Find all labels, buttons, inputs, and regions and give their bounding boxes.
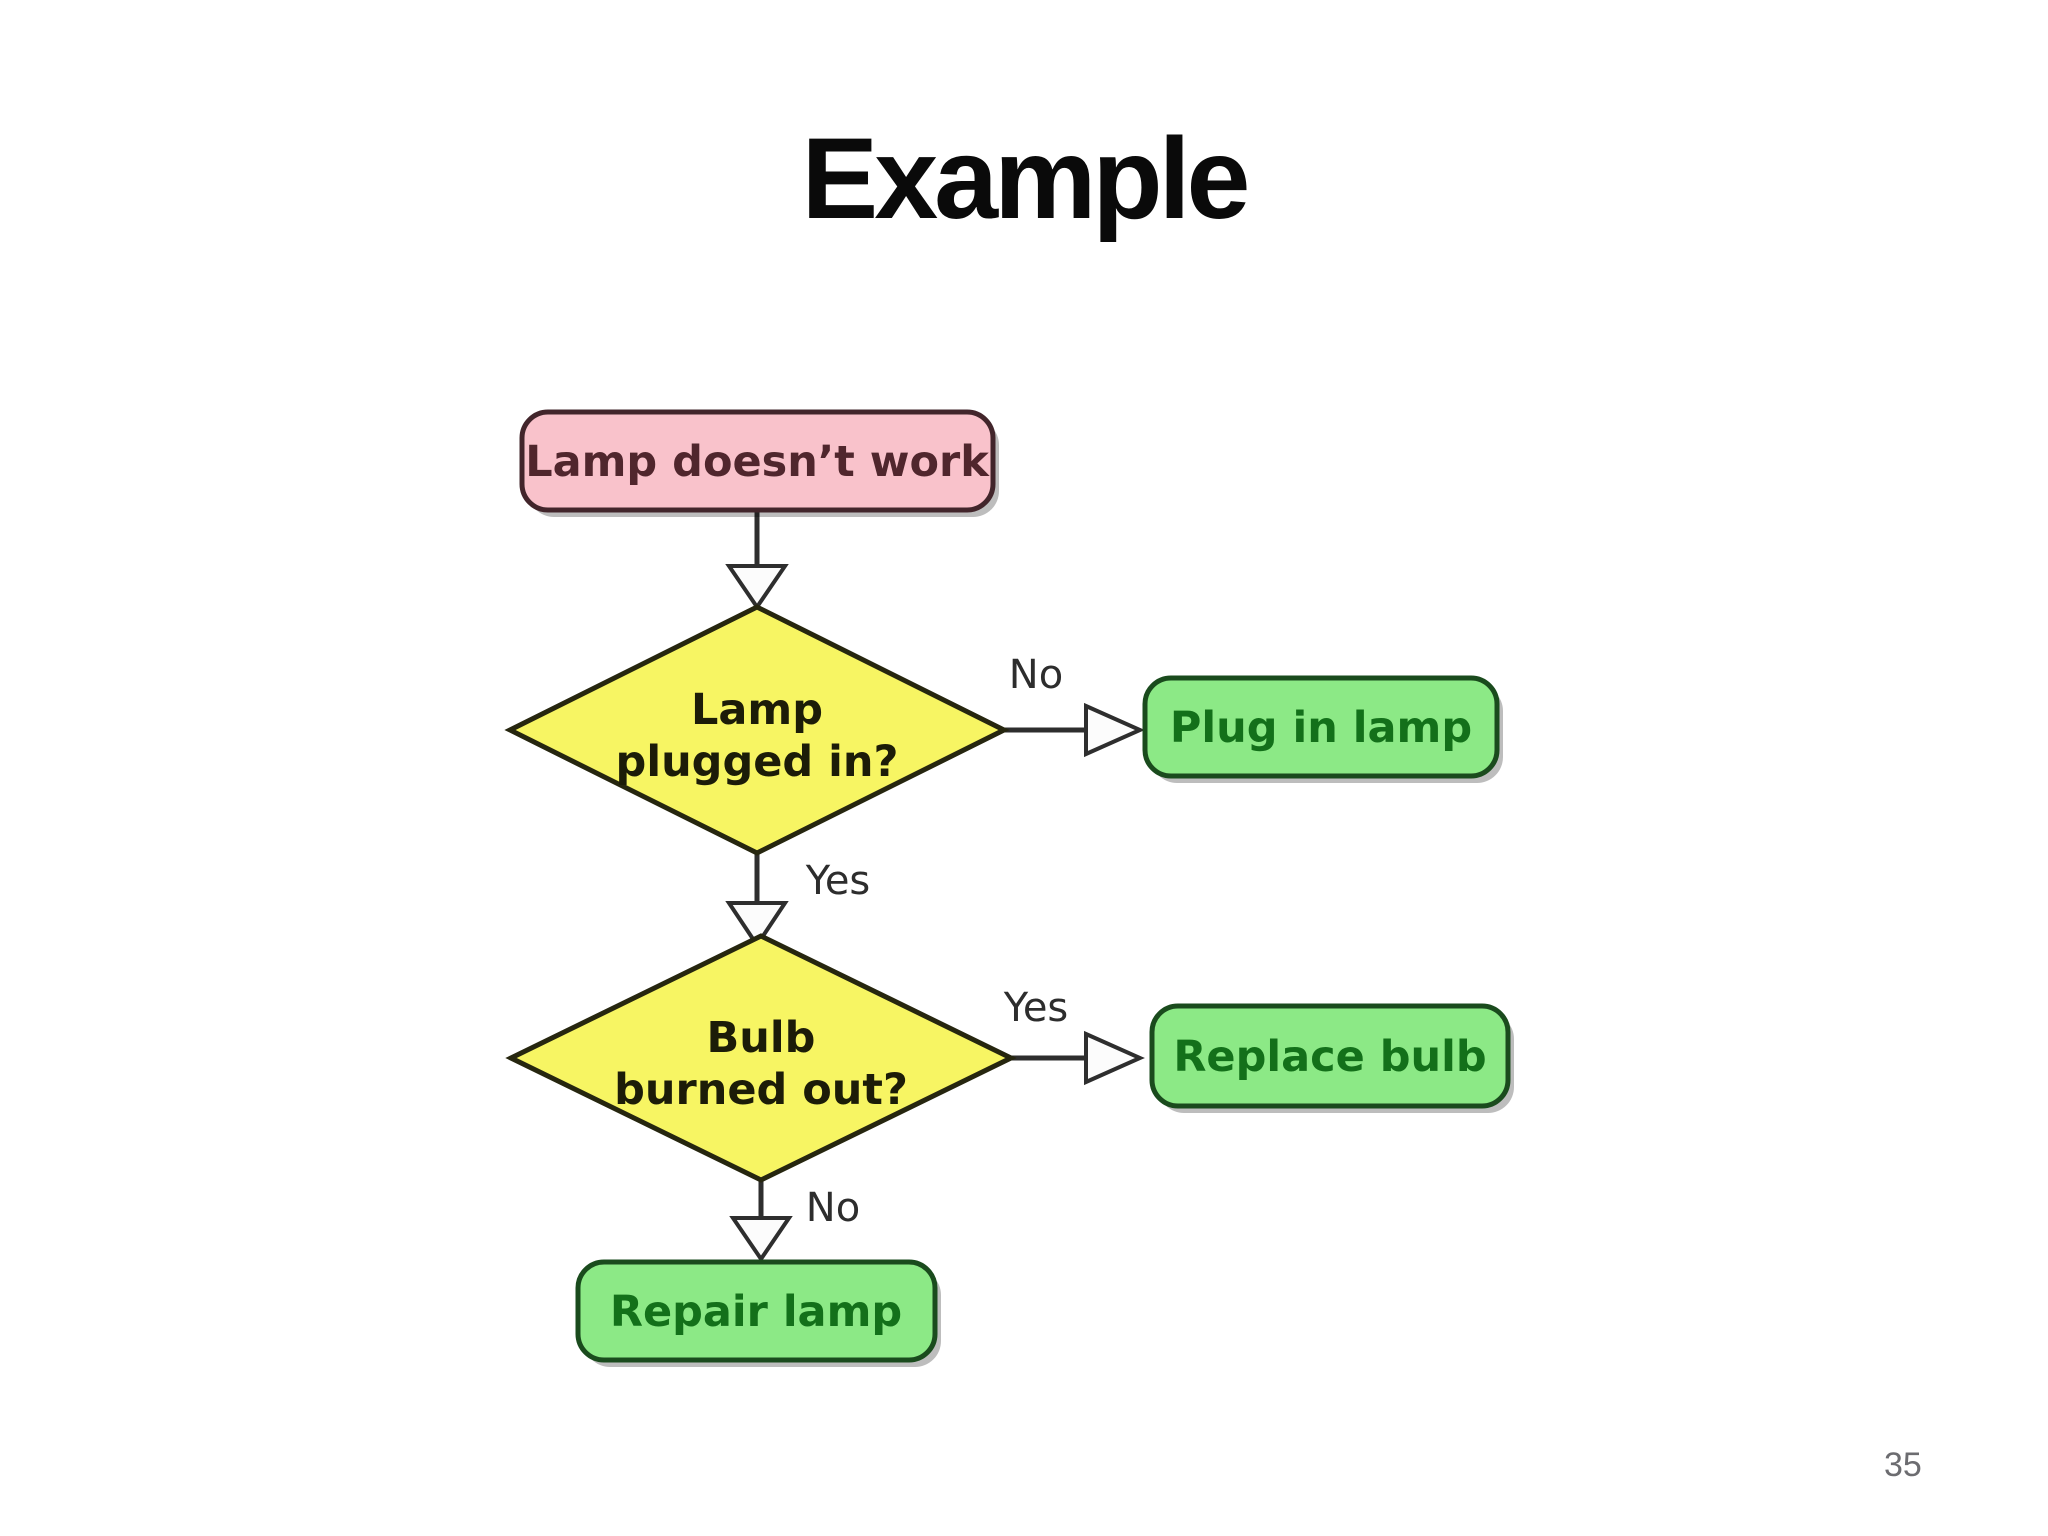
node-repair-lamp-label: Repair lamp — [610, 1287, 902, 1337]
slide-title: Example — [801, 115, 1250, 243]
arrowhead-down-icon — [725, 564, 789, 611]
node-replace-bulb — [1149, 1003, 1511, 1109]
arrowhead-right-icon — [1084, 702, 1145, 758]
node-decision-bulb-line1: Bulb — [707, 1013, 816, 1063]
node-decision-plugged — [504, 604, 1010, 856]
node-plug-in-lamp-label: Plug in lamp — [1170, 703, 1472, 753]
page-number: 35 — [1884, 1446, 1922, 1484]
arrowhead-right-icon — [1084, 1030, 1145, 1086]
node-decision-bulb — [505, 933, 1017, 1183]
node-decision-bulb-line2: burned out? — [614, 1065, 908, 1115]
node-start-label: Lamp doesn’t work — [525, 437, 990, 487]
edge-label-bulb-yes: Yes — [1003, 985, 1069, 1031]
node-start — [519, 409, 996, 513]
node-decision-plugged-line1: Lamp — [691, 685, 823, 735]
node-decision-plugged-line2: plugged in? — [616, 737, 899, 787]
node-plug-in-lamp — [1142, 675, 1500, 779]
arrowhead-down-icon — [729, 1216, 793, 1263]
node-repair-lamp — [575, 1259, 938, 1363]
edge-label-plugged-no: No — [1009, 652, 1063, 698]
edge-label-bulb-no: No — [806, 1185, 860, 1231]
edge-label-plugged-yes: Yes — [805, 858, 871, 904]
arrowhead-down-icon — [725, 901, 789, 949]
node-replace-bulb-label: Replace bulb — [1173, 1032, 1486, 1082]
